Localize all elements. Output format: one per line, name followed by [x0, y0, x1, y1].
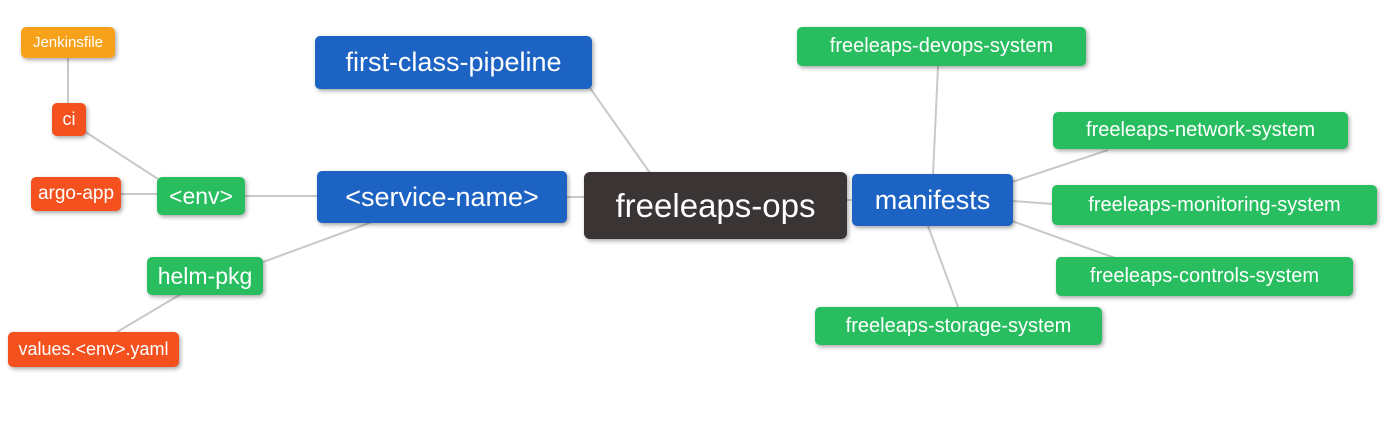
node-freeleaps-controls-system[interactable]: freeleaps-controls-system [1056, 257, 1353, 296]
edge-valuesyaml-helmpkg [116, 293, 182, 333]
node-freeleaps-devops-system[interactable]: freeleaps-devops-system [797, 27, 1086, 66]
node-freeleaps-monitoring-system[interactable]: freeleaps-monitoring-system [1052, 185, 1377, 225]
edge-ci-env [83, 130, 159, 180]
node-freeleaps-storage-system[interactable]: freeleaps-storage-system [815, 307, 1102, 345]
edge-manifests-devops [932, 65, 939, 176]
node-jenkinsfile[interactable]: Jenkinsfile [21, 27, 115, 58]
edge-manifests-monitoring [1011, 200, 1054, 205]
node-freeleaps-ops-root[interactable]: freeleaps-ops [584, 172, 847, 239]
edge-manifests-network [1011, 149, 1109, 183]
edge-helmpkg-servicename [262, 221, 373, 263]
edge-manifests-controls [1011, 220, 1116, 259]
edge-pipeline-freeleapsops [589, 87, 651, 174]
node-helm-pkg[interactable]: helm-pkg [147, 257, 263, 295]
node-ci[interactable]: ci [52, 103, 86, 136]
node-values-env-yaml[interactable]: values.<env>.yaml [8, 332, 179, 367]
node-freeleaps-network-system[interactable]: freeleaps-network-system [1053, 112, 1348, 149]
node-env[interactable]: <env> [157, 177, 245, 215]
node-manifests[interactable]: manifests [852, 174, 1013, 226]
edge-manifests-storage [927, 225, 959, 308]
node-first-class-pipeline[interactable]: first-class-pipeline [315, 36, 592, 89]
node-argo-app[interactable]: argo-app [31, 177, 121, 211]
node-service-name[interactable]: <service-name> [317, 171, 567, 223]
